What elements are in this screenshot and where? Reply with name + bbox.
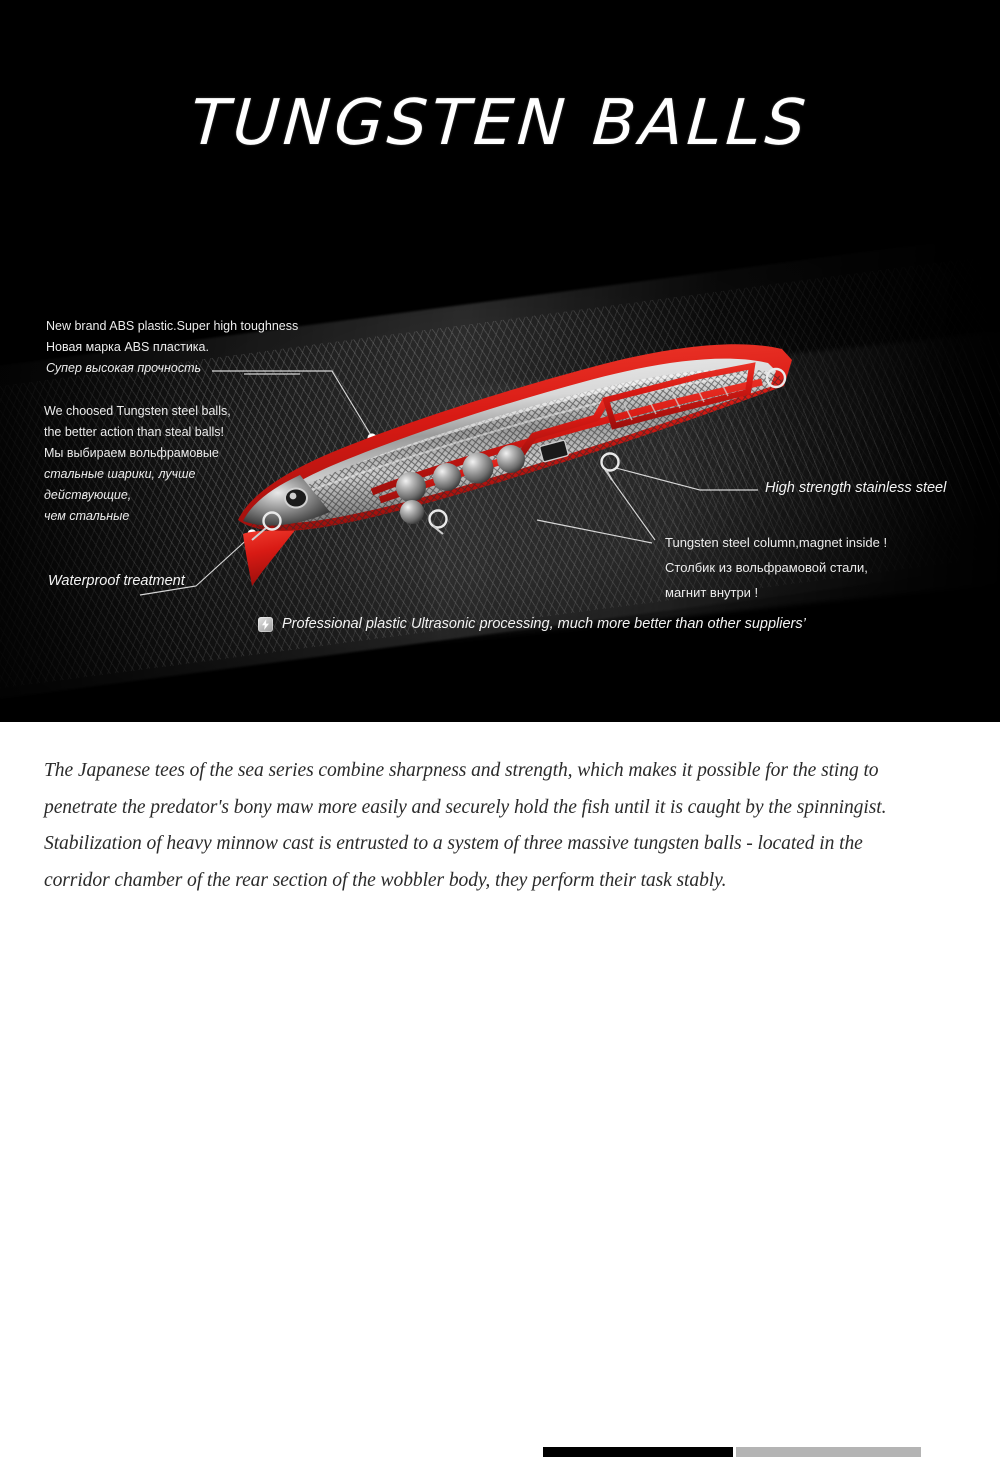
hero-panel: TUNGSTEN BALLS [0, 0, 1000, 722]
tungsten-balls-note: We choosed Tungsten steel balls, the bet… [44, 401, 231, 527]
tungsten-line-4: стальные шарики, лучше [44, 467, 196, 481]
progress-strip-track[interactable] [736, 1447, 921, 1457]
tungsten-line-5: действующие, [44, 488, 132, 502]
waterproof-label: Waterproof treatment [48, 573, 185, 589]
split-rings [262, 367, 787, 531]
progress-strip-filled[interactable] [543, 1447, 733, 1457]
column-line-3: магнит внутри ! [665, 585, 759, 600]
ultrasonic-caption-text: Professional plastic Ultrasonic processi… [282, 616, 806, 632]
tungsten-line-2: the better action than steal balls! [44, 425, 224, 439]
stainless-steel-label: High strength stainless steel [765, 480, 947, 496]
tungsten-line-6: чем стальные [44, 509, 130, 523]
tungsten-line-1: We choosed Tungsten steel balls, [44, 404, 231, 418]
tungsten-column-note: Tungsten steel column,magnet inside ! Ст… [665, 530, 887, 605]
abs-plastic-line-1: New brand ABS plastic.Super high toughne… [46, 319, 299, 333]
column-line-2: Столбик из вольфрамовой стали, [665, 560, 868, 575]
magnet-slot [539, 439, 569, 463]
tail-chamber [602, 362, 756, 430]
diving-lip [243, 529, 296, 586]
column-line-1: Tungsten steel column,magnet inside ! [665, 535, 888, 550]
description-paragraph: The Japanese tees of the sea series comb… [44, 759, 887, 891]
lure-illustration [139, 344, 792, 596]
hook-wire [251, 469, 613, 541]
ultrasonic-caption: Professional plastic Ultrasonic processi… [258, 616, 806, 632]
tungsten-balls [396, 445, 525, 524]
tungsten-line-3: Мы выбираем вольфрамовые [44, 446, 219, 460]
lure-eye [284, 487, 308, 509]
progress-strip [0, 722, 1000, 1457]
abs-plastic-line-2: Новая марка ABS пластика. [46, 340, 209, 354]
lightning-bolt-icon [258, 616, 273, 632]
eye-highlight [289, 492, 297, 500]
abs-plastic-line-3: Супер высокая прочность [46, 361, 202, 375]
leader-lines [139, 370, 758, 596]
abs-plastic-note: New brand ABS plastic.Super high toughne… [46, 316, 298, 379]
background-vignette [0, 0, 1000, 722]
